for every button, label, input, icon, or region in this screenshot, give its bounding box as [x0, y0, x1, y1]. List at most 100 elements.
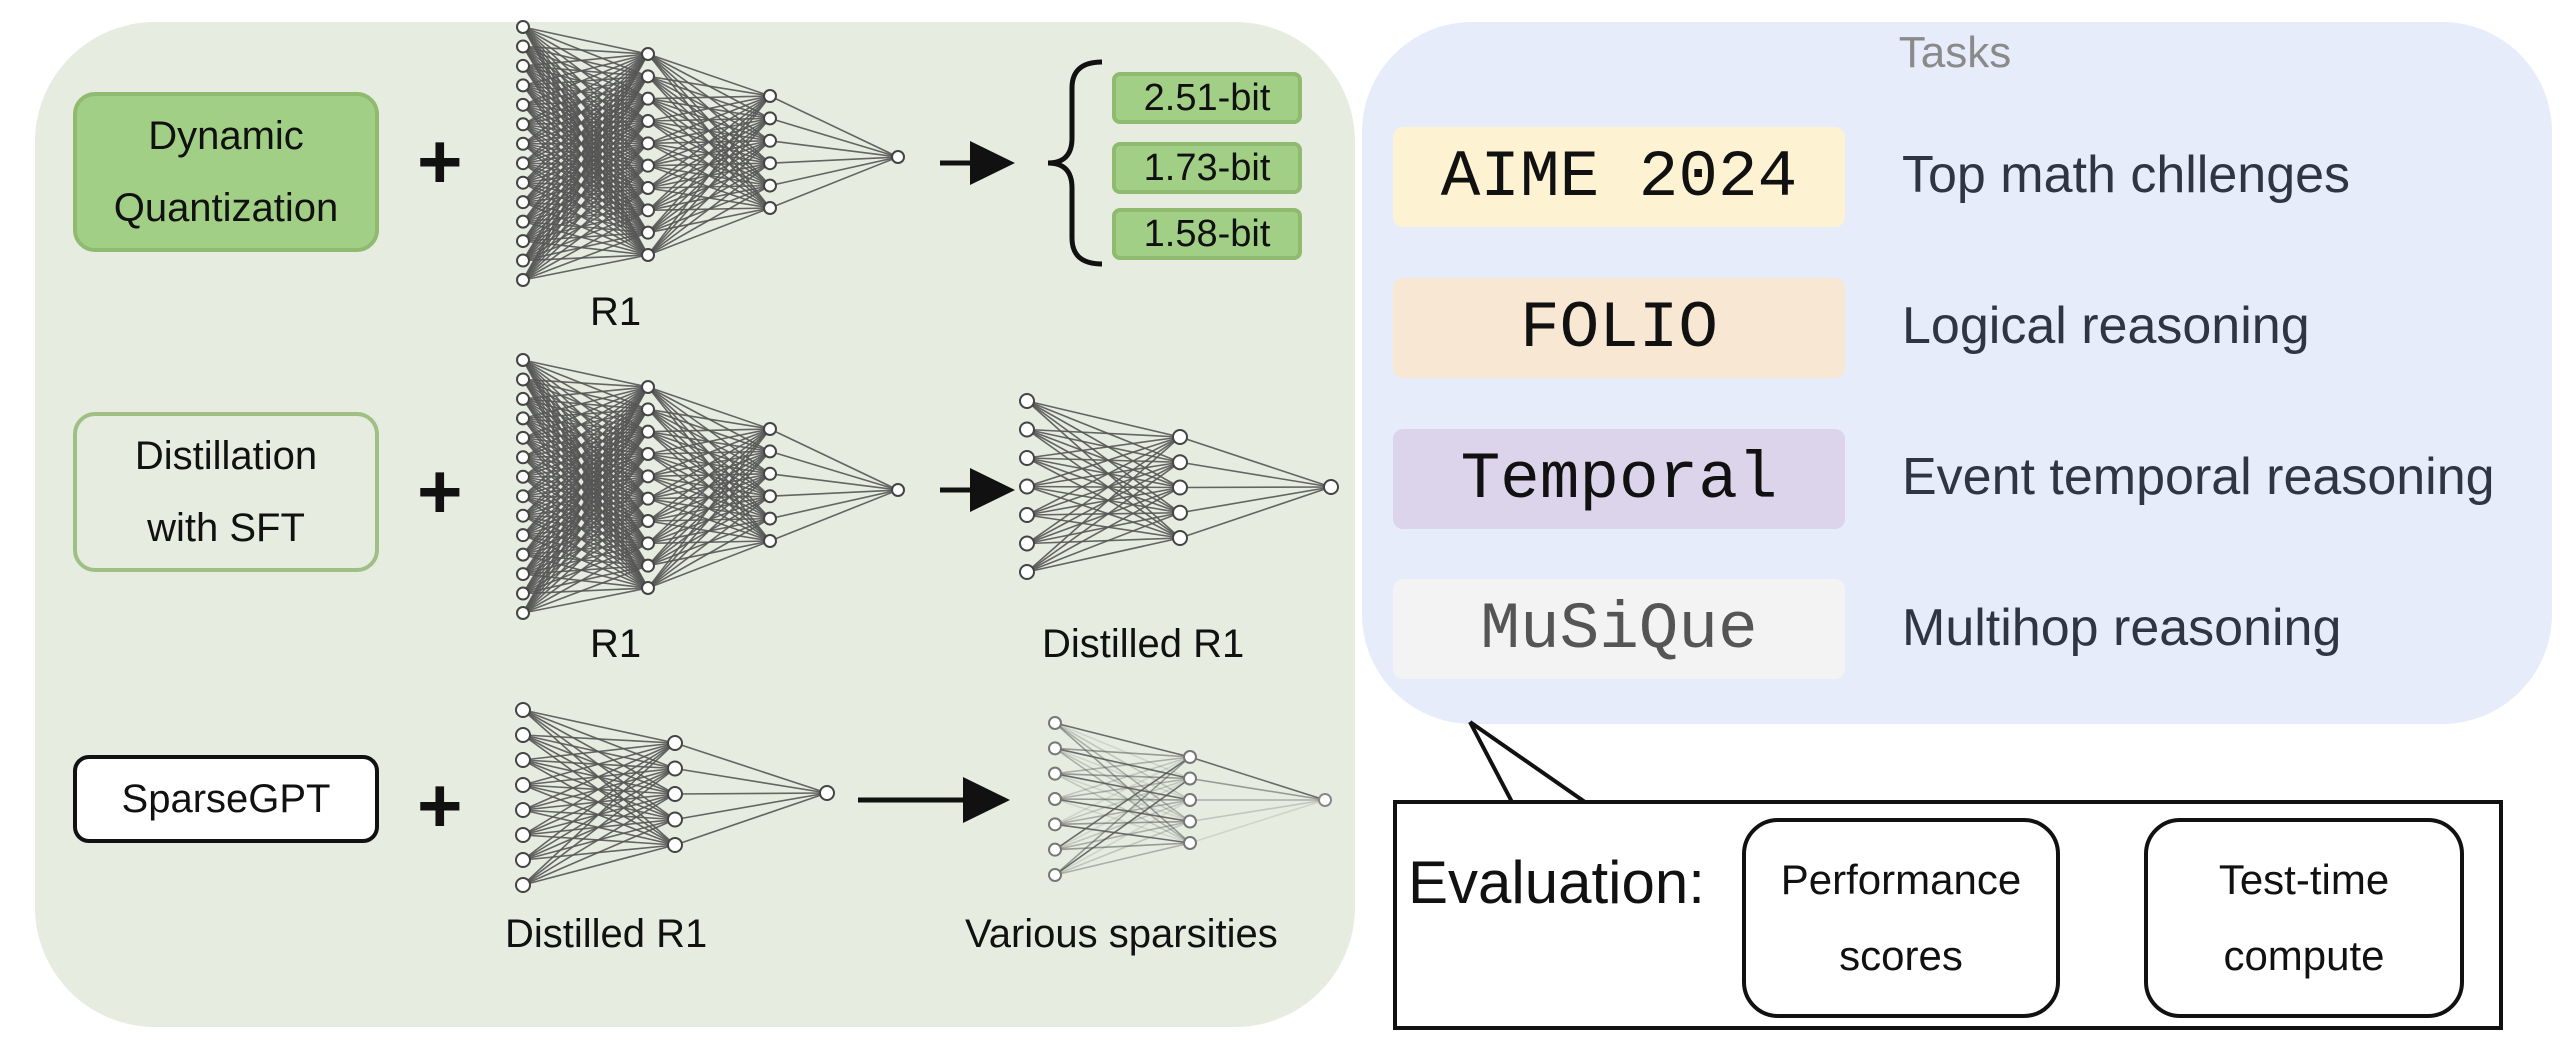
network-edge [522, 497, 649, 517]
network-edge [522, 164, 649, 223]
network-edge [647, 53, 771, 97]
tasks-title: Tasks [1898, 28, 2012, 77]
network-node [1172, 479, 1188, 496]
network-edge [522, 53, 649, 203]
network-edge [1026, 511, 1181, 545]
network-node [1048, 766, 1062, 781]
network-edge [522, 431, 649, 517]
network-edge [769, 117, 899, 158]
network-edge [1054, 756, 1191, 876]
network-edge [1026, 457, 1181, 489]
various-sparsities-label: Various sparsities [965, 912, 1278, 956]
network-edge [1189, 777, 1326, 801]
network-edge [769, 428, 899, 491]
network-node [763, 444, 777, 459]
network-edge [647, 95, 771, 167]
network-node [763, 201, 777, 215]
network-node [516, 528, 530, 543]
network-edge [522, 534, 649, 567]
network-edge [522, 120, 649, 242]
network-node [516, 39, 530, 54]
network-edge [522, 542, 649, 595]
network-node [516, 450, 530, 465]
network-edge [522, 514, 649, 545]
network-edge [522, 587, 649, 614]
network-edge [674, 742, 828, 794]
network-edge [522, 431, 649, 536]
network-edge [522, 231, 649, 262]
network-edge [522, 209, 649, 242]
network-edge [522, 187, 649, 203]
network-edge [522, 45, 649, 144]
network-edge [522, 453, 649, 556]
network-node [516, 430, 530, 445]
network-edge [769, 489, 899, 497]
network-node [763, 133, 777, 148]
network-edge [647, 95, 771, 100]
r1-label-top: R1 [590, 290, 642, 334]
network-edge [522, 431, 649, 614]
network-edge [522, 742, 676, 861]
distilled-r1-label-mid: Distilled R1 [1042, 622, 1245, 666]
network-node [641, 225, 655, 240]
network-edge [522, 359, 649, 388]
network-edge [1054, 777, 1191, 876]
network-edge [1026, 457, 1181, 539]
network-node [1183, 836, 1197, 850]
network-edge [647, 428, 771, 433]
r1-network-quant [516, 20, 905, 287]
network-edge [1054, 820, 1191, 876]
network-edge [647, 428, 771, 589]
network-edge [1026, 457, 1181, 464]
network-edge [647, 495, 771, 589]
network-edge [522, 53, 649, 145]
network-node [641, 91, 655, 106]
brace-icon [1047, 59, 1103, 267]
network-edge [1026, 514, 1181, 539]
network-edge [647, 140, 771, 256]
network-edge [522, 53, 649, 261]
network-edge [769, 156, 899, 187]
network-node [641, 158, 655, 173]
network-node [516, 20, 530, 34]
network-edge [522, 45, 649, 55]
network-edge [1026, 537, 1181, 545]
network-node [516, 586, 530, 601]
network-node [515, 702, 531, 718]
network-node [763, 422, 777, 436]
network-edge [522, 386, 649, 594]
network-edge [647, 428, 771, 455]
network-edge [522, 386, 649, 497]
network-edge [522, 553, 649, 567]
network-node [1019, 421, 1035, 438]
network-node [516, 97, 530, 112]
network-edge [522, 187, 649, 242]
sparse-network [1048, 716, 1332, 882]
network-edge [522, 209, 649, 281]
network-edge [769, 489, 899, 520]
network-edge [1054, 798, 1191, 844]
network-edge [1054, 842, 1191, 851]
network-edge [522, 497, 649, 536]
network-edge [522, 378, 649, 500]
network-edge [1026, 428, 1181, 438]
network-node [1318, 793, 1332, 807]
sparsegpt-box: SparseGPT [73, 755, 379, 843]
bit-box-2: 1.73-bit [1112, 142, 1302, 194]
network-edge [1054, 798, 1191, 801]
network-edge [1189, 799, 1326, 823]
network-edge [1026, 436, 1181, 516]
network-node [641, 469, 655, 484]
network-edge [1054, 722, 1191, 844]
network-node [516, 234, 530, 249]
task-aime-description: Top math chllenges [1902, 146, 2351, 204]
network-edge [522, 231, 649, 242]
network-node [667, 735, 683, 751]
network-edge [522, 142, 649, 184]
network-node [1048, 716, 1062, 730]
bit-box-1: 2.51-bit [1112, 72, 1302, 124]
network-edge [522, 542, 649, 556]
network-edge [522, 359, 649, 522]
network-edge [522, 818, 676, 886]
